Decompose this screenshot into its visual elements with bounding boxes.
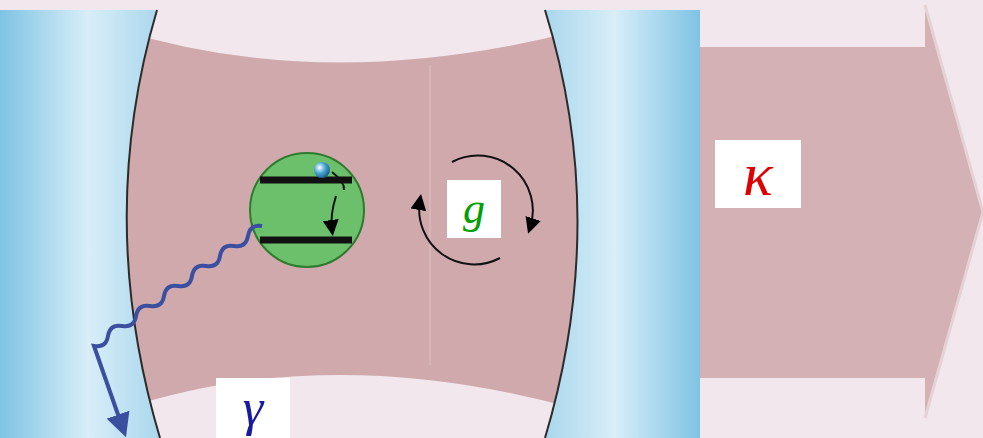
right-mirror	[545, 10, 700, 438]
left-mirror	[0, 10, 160, 438]
transition-arrow	[332, 172, 345, 230]
beam-highlight	[925, 5, 983, 418]
beam-waist-line	[430, 65, 431, 365]
mirror-surface	[127, 10, 160, 438]
symbol-label: γ	[216, 378, 290, 438]
ground-level	[260, 237, 352, 244]
symbol-label: κ	[715, 140, 801, 208]
mirror-surface	[545, 10, 578, 438]
symbol-label: g	[447, 180, 501, 238]
atom	[250, 153, 364, 267]
electron	[314, 162, 330, 178]
output-beam	[690, 5, 983, 418]
cavity-mode	[120, 30, 580, 410]
